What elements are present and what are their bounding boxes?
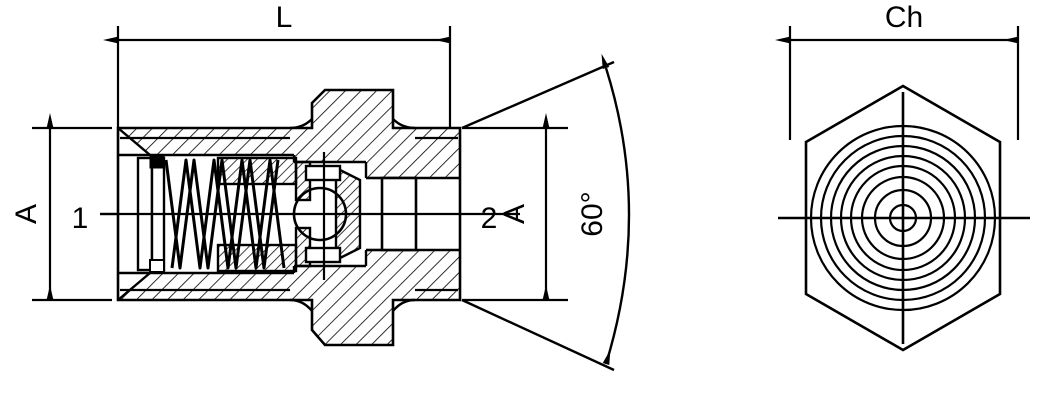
dimension-L: L — [103, 1, 452, 128]
angle-leg-lower — [461, 298, 615, 372]
hexagon-outline — [804, 84, 1002, 352]
seal-bottom — [149, 259, 165, 273]
center-marks — [778, 92, 1030, 344]
angle-leg-upper — [461, 60, 615, 130]
dim-label-A-right: A — [498, 204, 531, 224]
dimension-A-right: A — [462, 113, 568, 302]
boss-blend-bot-right — [392, 298, 416, 312]
seal-top — [149, 155, 165, 169]
angle-arc — [601, 53, 631, 365]
dim-label-Ch: Ch — [885, 1, 923, 34]
compression-spring — [164, 158, 286, 270]
dim-label-A-left: A — [10, 204, 43, 224]
port-label-2: 2 — [481, 202, 498, 235]
dimension-A-left: A — [10, 113, 112, 302]
dim-label-angle-60: 60° — [576, 191, 609, 236]
boss-blend-top-right — [392, 118, 416, 130]
dimension-angle-60: 60° — [461, 53, 631, 372]
retainer-washer — [136, 155, 166, 273]
dimension-Ch: Ch — [775, 1, 1020, 140]
section-view: L A 1 — [10, 1, 631, 372]
thread-crest-lines — [120, 136, 458, 292]
boss-blend-top-left — [289, 118, 313, 130]
dim-label-L: L — [276, 1, 293, 34]
sleeve-top — [216, 156, 298, 186]
spring-back-coils — [164, 158, 280, 270]
construction-lines — [322, 152, 382, 280]
port-label-1: 1 — [72, 202, 89, 235]
end-view: Ch — [775, 1, 1030, 352]
boss-blend-bot-left — [289, 298, 313, 312]
